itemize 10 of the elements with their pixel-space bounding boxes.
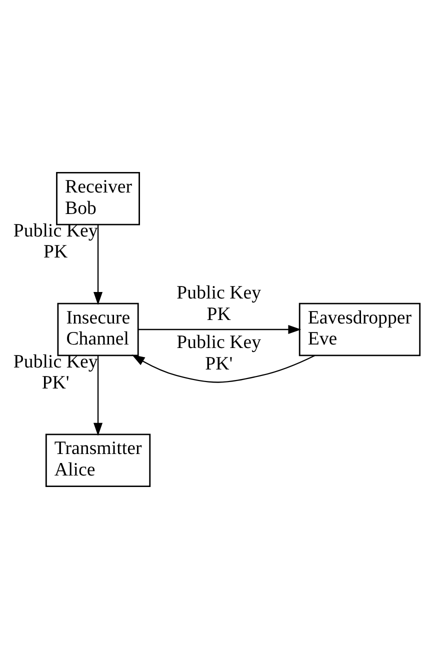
node-box: Receiver Bob [56,172,140,226]
arrow [132,354,315,383]
node-box: Transmitter Alice [45,434,151,487]
edge-label: Public Key PK' [176,332,262,374]
edge-label: Public Key PK [176,282,262,325]
arrow [93,355,103,436]
node-box: Eavesdropper Eve [298,302,421,356]
arrow [93,224,103,305]
arrow [138,324,302,334]
node-box: Insecure Channel [57,302,139,356]
